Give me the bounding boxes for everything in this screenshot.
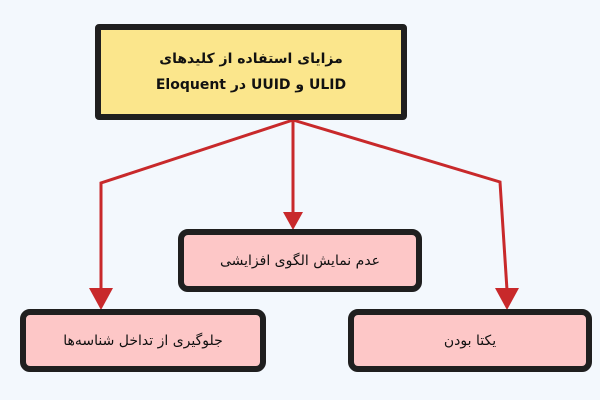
root-node: مزایای استفاده از کلیدهای ULID و UUID در… (95, 24, 407, 120)
arrow-to-left (99, 118, 294, 290)
node-prevent-id-collision: جلوگیری از تداخل شناسه‌ها (20, 309, 266, 372)
arrowhead-middle (283, 212, 303, 230)
arrowhead-left (89, 288, 113, 310)
arrowhead-right (495, 288, 519, 310)
root-title-line2: ULID و UUID در Eloquent (155, 77, 347, 93)
node-uniqueness: یکتا بودن (348, 309, 592, 372)
root-title-line1: مزایای استفاده از کلیدهای (159, 51, 343, 67)
node-no-incremental-pattern: عدم نمایش الگوی افزایشی (178, 229, 422, 292)
arrow-to-right (292, 118, 509, 291)
